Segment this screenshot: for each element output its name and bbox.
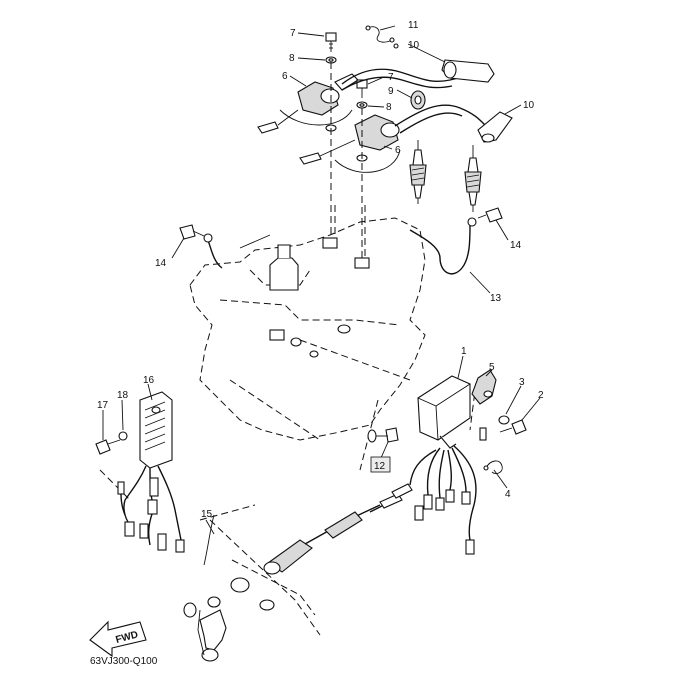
callout-10-upper: 10 [408,40,420,51]
callout-8-lower: 8 [386,102,392,113]
washer-3 [498,415,510,425]
callout-13: 13 [490,293,502,304]
fwd-arrow-icon: FWD [89,620,147,658]
callout-16: 16 [143,375,155,386]
callout-11: 11 [408,20,419,31]
connector-cdi-side [479,427,487,441]
bolt-14-left [179,224,205,240]
callout-14-right: 14 [510,240,522,251]
crankshaft-top [239,234,299,291]
callout-9: 9 [388,86,394,97]
wire-harness-15 [183,504,381,662]
clip-4 [483,460,503,475]
diagram-code: 63VJ300-Q100 [90,656,158,667]
washer-18 [118,431,128,441]
washer-8-upper [325,56,337,64]
callout-6-lower: 6 [395,145,401,156]
washer-8-lower [356,101,368,109]
callout-10-lower: 10 [523,100,535,111]
callout-18: 18 [117,390,129,401]
bolt-7-lower [356,79,368,98]
callout-4: 4 [505,489,511,500]
plug-cap-10-upper [441,59,495,83]
callout-5: 5 [489,362,495,373]
bracket-5 [471,369,497,405]
callout-17: 17 [97,400,109,411]
bolt-2 [499,419,527,435]
clip-11 [365,25,399,49]
connector-plugs-cdi [369,483,413,513]
callout-6-upper: 6 [282,71,288,82]
callout-7-lower: 7 [388,72,394,83]
callout-1: 1 [461,346,467,357]
callout-3: 3 [519,377,525,388]
bolt-7-upper [325,32,337,52]
bolt-17 [95,439,121,455]
grommet-9 [410,90,426,110]
rectifier-regulator-16 [117,391,185,553]
bolt-12 [367,427,399,443]
callout-leaders [102,25,541,535]
callout-15: 15 [201,509,213,520]
callout-12-box [370,456,391,473]
callout-labels: 7 8 6 11 10 7 8 9 10 6 14 13 14 1 5 3 2 … [97,20,544,520]
callout-14-left: 14 [155,258,167,269]
spark-plug-right [464,157,482,212]
spark-plug-left [409,149,427,204]
callout-2: 2 [538,390,544,401]
cdi-unit-1 [409,375,477,555]
ground-lead-13 [203,217,477,275]
bolt-14-right [477,207,503,223]
callout-7-upper: 7 [290,28,296,39]
ignition-coil-upper [257,73,359,134]
ignition-coil-lower [299,114,401,173]
callout-12: 12 [374,461,386,472]
plug-cap-10-lower [477,111,513,143]
mounting-bosses [269,237,370,358]
callout-8-upper: 8 [289,53,295,64]
